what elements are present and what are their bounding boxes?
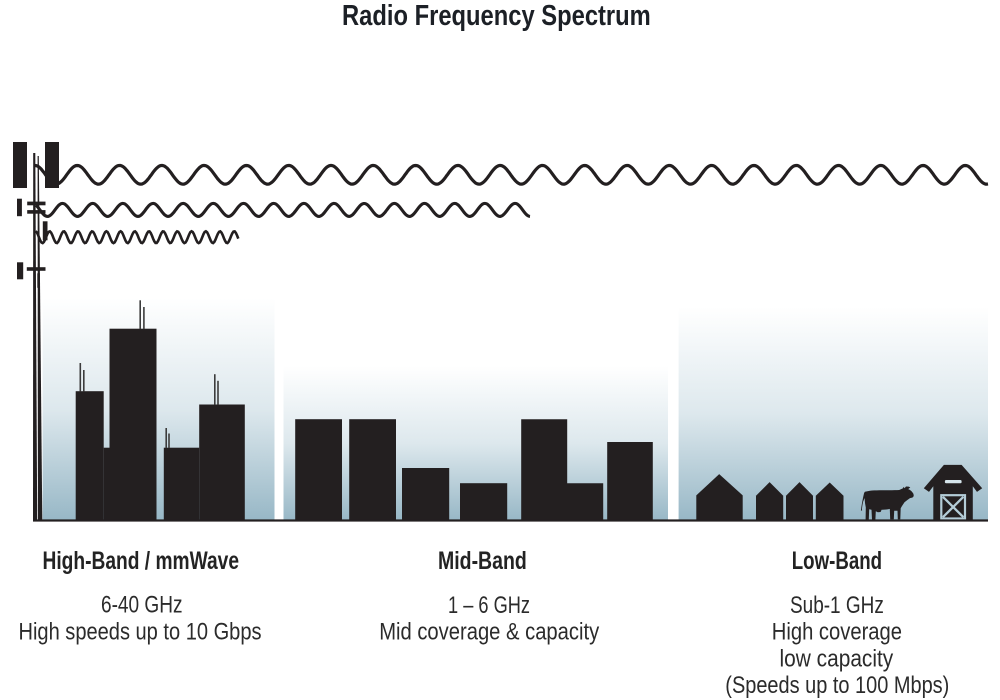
svg-text:1 – 6 GHz: 1 – 6 GHz — [448, 592, 530, 619]
svg-text:Radio Frequency Spectrum: Radio Frequency Spectrum — [342, 0, 651, 32]
svg-text:6-40 GHz: 6-40 GHz — [101, 592, 183, 619]
svg-text:Mid coverage & capacity: Mid coverage & capacity — [379, 619, 599, 646]
svg-text:low capacity: low capacity — [780, 645, 894, 672]
svg-text:High coverage: High coverage — [772, 619, 902, 646]
svg-text:High-Band / mmWave: High-Band / mmWave — [43, 547, 240, 575]
svg-text:(Speeds up to 100 Mbps): (Speeds up to 100 Mbps) — [725, 672, 949, 699]
svg-text:Low-Band: Low-Band — [792, 547, 882, 575]
svg-text:Sub-1 GHz: Sub-1 GHz — [790, 592, 884, 619]
svg-text:High speeds up to 10 Gbps: High speeds up to 10 Gbps — [19, 619, 262, 646]
svg-text:Mid-Band: Mid-Band — [438, 547, 527, 575]
